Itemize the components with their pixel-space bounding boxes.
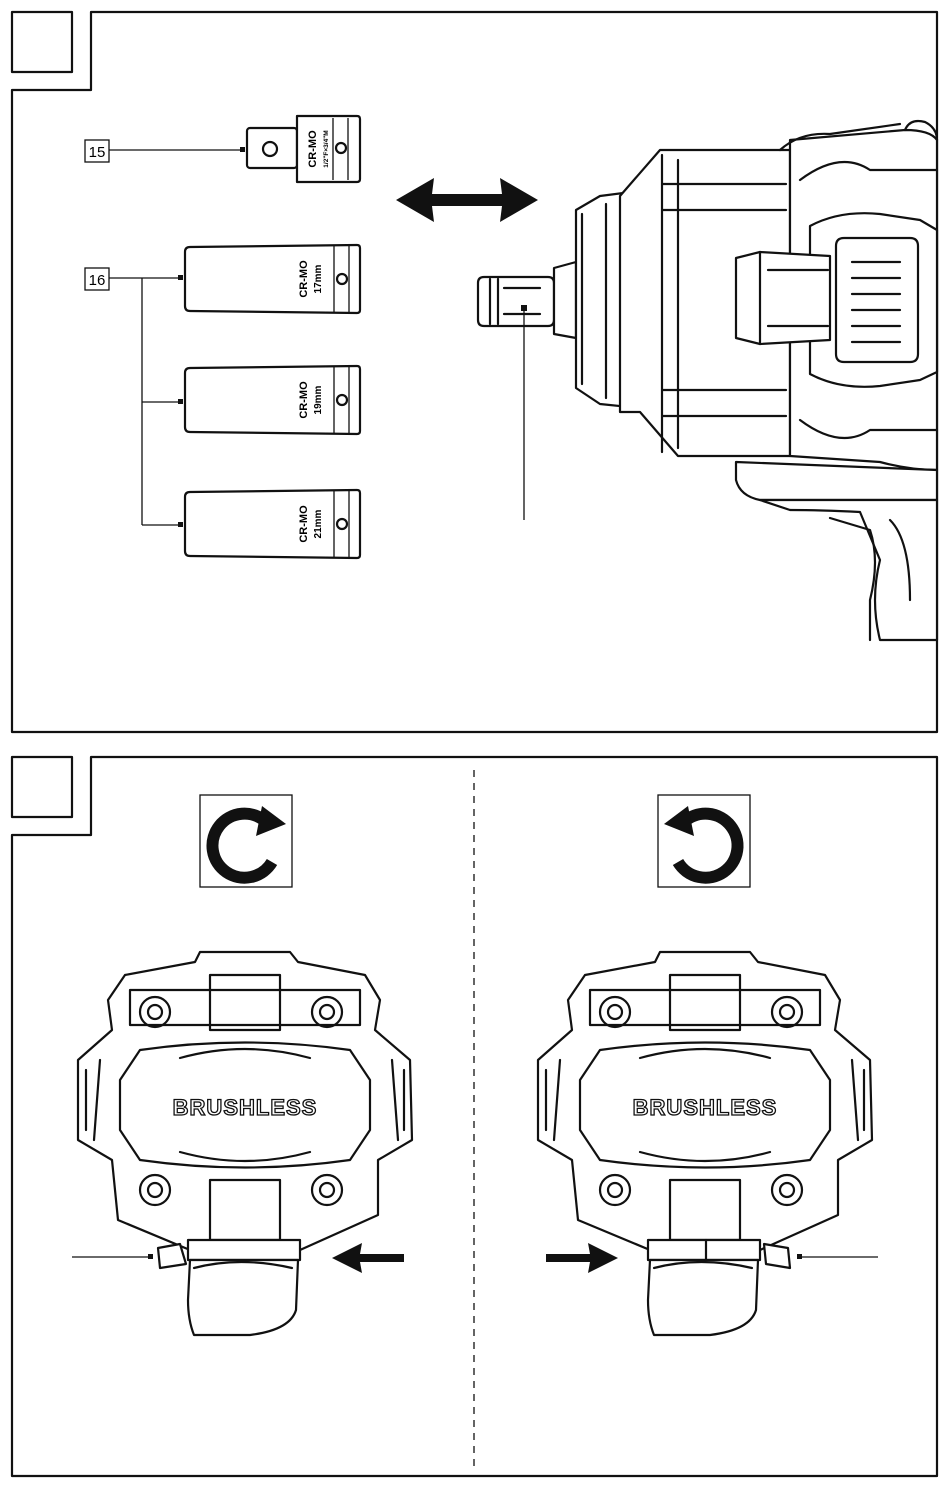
double-arrow-icon xyxy=(396,178,538,222)
callout-16-number: 16 xyxy=(89,272,106,289)
socket-21-label-1: CR-MO xyxy=(298,505,310,543)
callout-15: 15 xyxy=(85,140,245,162)
brushless-label-left: BRUSHLESS xyxy=(173,1095,318,1120)
socket-17-label-1: CR-MO xyxy=(298,260,310,298)
wrench-rear-view-right: BRUSHLESS xyxy=(538,952,878,1335)
socket-21mm: CR-MO 21mm xyxy=(185,490,360,558)
adapter: CR-MO 1/2"F×3/4"M xyxy=(247,116,360,182)
wrench-rear-view-left: BRUSHLESS xyxy=(72,952,412,1335)
socket-17-label-2: 17mm xyxy=(313,264,324,293)
callout-15-number: 15 xyxy=(89,144,106,161)
socket-19mm: CR-MO 19mm xyxy=(185,366,360,434)
brushless-label-right: BRUSHLESS xyxy=(633,1095,778,1120)
socket-19-label-2: 19mm xyxy=(313,385,324,414)
adapter-label-1: CR-MO xyxy=(307,130,319,168)
counterclockwise-arrow-icon xyxy=(658,795,750,887)
impact-wrench-side xyxy=(478,121,937,640)
socket-19-label-1: CR-MO xyxy=(298,381,310,419)
clockwise-arrow-icon xyxy=(200,795,292,887)
socket-21-label-2: 21mm xyxy=(313,509,324,538)
adapter-label-2: 1/2"F×3/4"M xyxy=(323,130,330,167)
socket-17mm: CR-MO 17mm xyxy=(185,245,360,313)
callout-16: 16 xyxy=(85,268,183,527)
